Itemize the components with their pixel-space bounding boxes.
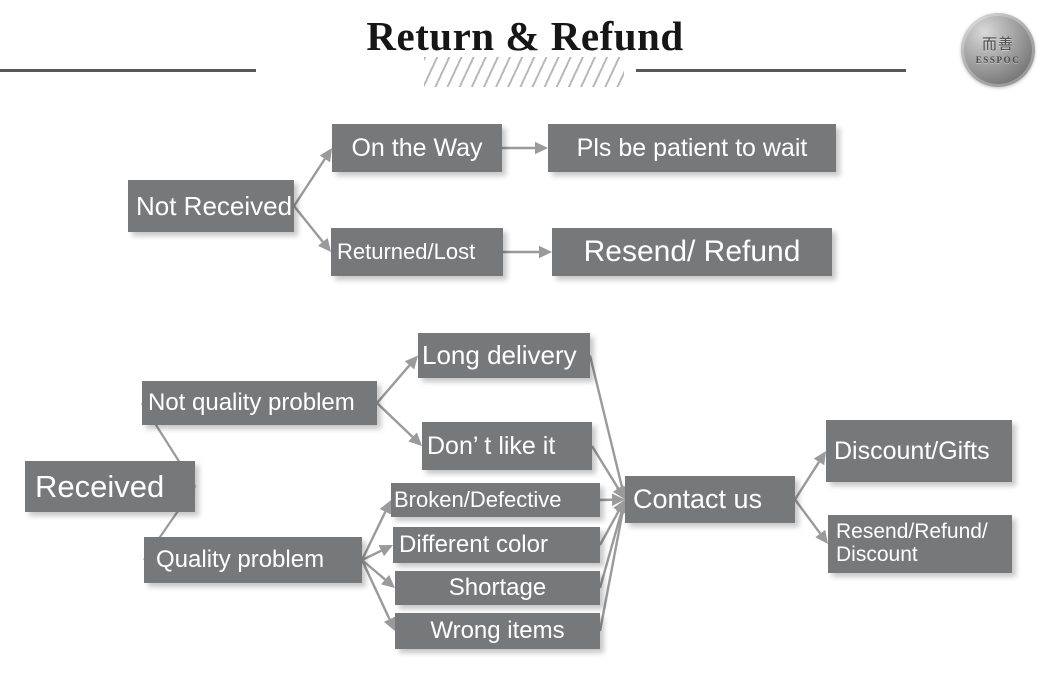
arrowhead-icon	[408, 432, 422, 446]
page-title: Return & Refund	[366, 13, 684, 59]
node-contact-us: Contact us	[625, 476, 795, 523]
node-on-the-way: On the Way	[332, 124, 502, 172]
node-not-received: Not Received	[128, 180, 294, 232]
node-not-quality-problem: Not quality problem	[142, 381, 377, 425]
connector-not-received-to-returned-lost	[293, 205, 331, 252]
arrowhead-icon	[383, 616, 396, 631]
arrowhead-icon	[815, 529, 828, 544]
node-broken-defective: Broken/Defective	[391, 483, 600, 517]
node-shortage: Shortage	[395, 571, 600, 605]
connector-quality-problem-to-broken-defective	[360, 500, 391, 561]
logo-brand-text: ESSPOC	[975, 54, 1021, 65]
arrowhead-icon	[611, 493, 625, 506]
divider-rule-right	[636, 69, 906, 72]
connector-not-quality-problem-to-long-delivery	[376, 355, 418, 404]
connector-quality-problem-to-different-color	[361, 545, 393, 562]
connector-quality-problem-to-wrong-items	[360, 559, 396, 631]
connector-broken-defective-to-contact-us	[599, 493, 625, 506]
logo-cn-text: 而善	[981, 34, 1014, 53]
arrowhead-icon	[539, 245, 552, 259]
connector-quality-problem-to-shortage	[361, 559, 395, 588]
node-quality-problem: Quality problem	[144, 537, 362, 583]
connector-not-received-to-on-the-way	[292, 148, 332, 207]
node-returned-lost: Returned/Lost	[331, 228, 503, 276]
node-different-color: Different color	[393, 527, 600, 563]
node-pls-be-patient: Pls be patient to wait	[548, 124, 836, 172]
arrowhead-icon	[404, 355, 418, 370]
node-long-delivery: Long delivery	[418, 333, 590, 378]
arrowhead-icon	[379, 500, 391, 515]
connector-contact-us-to-resend-refund-discount	[794, 498, 828, 544]
node-resend-refund: Resend/ Refund	[552, 228, 832, 276]
arrowhead-icon	[813, 451, 826, 466]
connector-long-delivery-to-contact-us	[588, 355, 628, 500]
arrowhead-icon	[535, 141, 548, 155]
node-wrong-items: Wrong items	[395, 613, 600, 649]
connector-contact-us-to-discount-gifts	[793, 451, 826, 501]
node-discount-gifts: Discount/Gifts	[826, 420, 1012, 482]
divider-hatch-icon	[424, 57, 624, 87]
arrowhead-icon	[381, 574, 395, 588]
arrowhead-icon	[612, 485, 625, 500]
esspoc-logo: 而善 ESSPOC	[961, 13, 1035, 87]
connector-not-quality-problem-to-dont-like-it	[376, 402, 422, 446]
node-dont-like-it: Don’ t like it	[422, 422, 592, 470]
connector-on-the-way-to-pls-be-patient	[502, 141, 548, 155]
arrowhead-icon	[318, 237, 331, 252]
connector-returned-lost-to-resend-refund	[503, 245, 552, 259]
arrowhead-icon	[319, 148, 332, 163]
arrowhead-icon	[378, 545, 393, 557]
connector-dont-like-it-to-contact-us	[590, 445, 625, 500]
node-resend-refund-discount: Resend/Refund/ Discount	[828, 515, 1012, 573]
node-received: Received	[25, 461, 195, 512]
divider-rule-left	[0, 69, 256, 72]
